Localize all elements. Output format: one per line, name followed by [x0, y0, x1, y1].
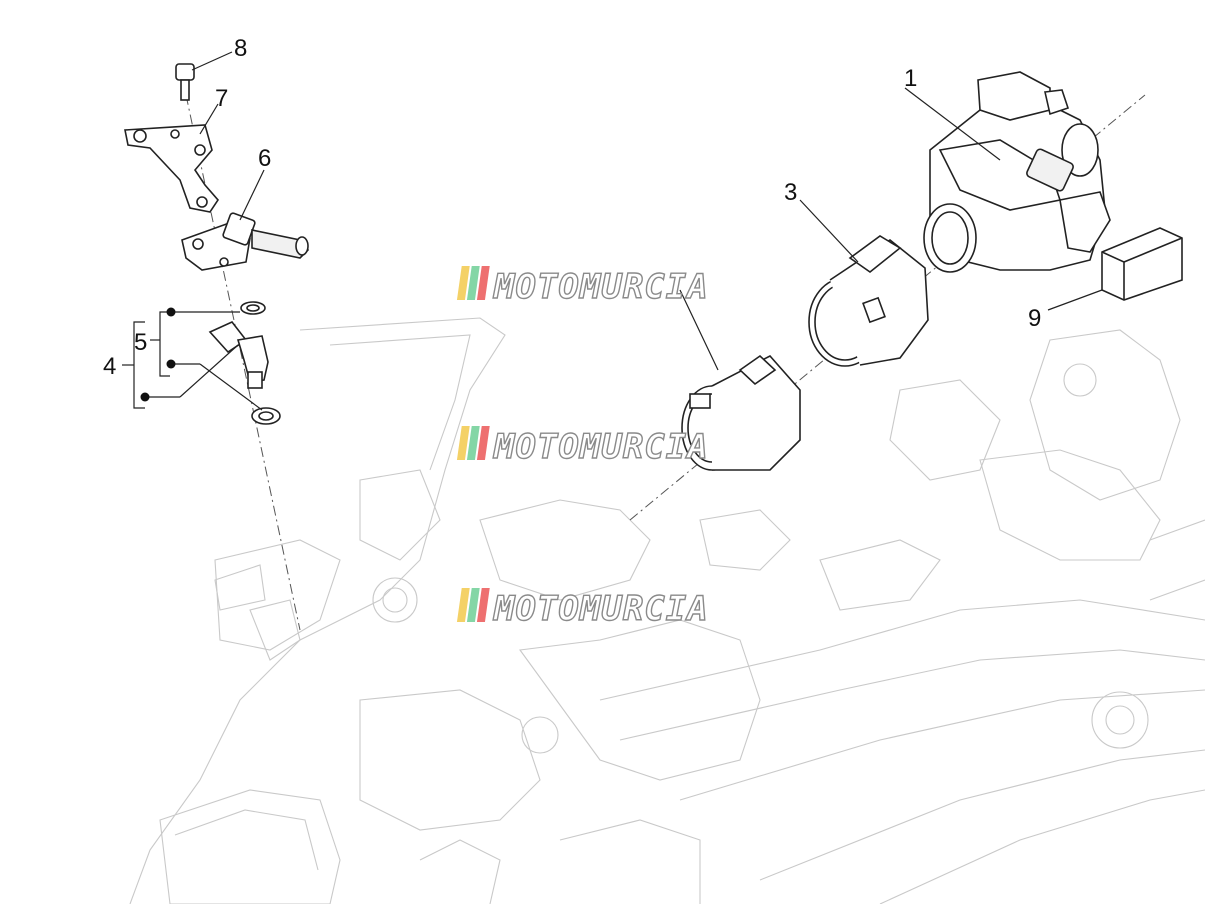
watermark-stripe-red: [476, 266, 490, 300]
callout-4[interactable]: 4: [103, 353, 116, 380]
callout-6[interactable]: 6: [258, 145, 271, 172]
part-1-throttle-body[interactable]: [923, 71, 1111, 273]
watermark-stripe-green: [466, 426, 480, 460]
watermark-text: MOTOMURCIA: [493, 589, 709, 629]
intake-connector[interactable]: [681, 354, 801, 471]
callout-labels: 1 3 4 5 6 7 8 9: [103, 35, 1041, 380]
watermark-stripe-yellow: [456, 266, 470, 300]
callout-3[interactable]: 3: [784, 179, 797, 206]
part-8-bolt[interactable]: [175, 63, 195, 101]
part-3-clamp-sleeve[interactable]: [808, 235, 929, 367]
watermark-1: MOTOMURCIA: [456, 266, 709, 308]
part-5-injector-group[interactable]: [208, 301, 281, 425]
watermark-stripe-green: [466, 266, 480, 300]
callout-1[interactable]: 1: [904, 65, 917, 92]
watermark-2: MOTOMURCIA: [456, 426, 709, 468]
callout-7[interactable]: 7: [215, 85, 228, 112]
watermark-3: MOTOMURCIA: [456, 588, 709, 630]
watermark-text: MOTOMURCIA: [493, 267, 709, 307]
watermark-stripe-green: [466, 588, 480, 622]
watermark-stripe-red: [476, 588, 490, 622]
watermark-stripe-red: [476, 426, 490, 460]
leader-lines: [122, 51, 1103, 411]
callout-9[interactable]: 9: [1028, 305, 1041, 332]
watermark-stripe-yellow: [456, 588, 470, 622]
callout-5[interactable]: 5: [134, 329, 147, 356]
assembly-axis-lines: [185, 94, 1146, 631]
watermark-stripe-yellow: [456, 426, 470, 460]
group-bullets: [140, 307, 176, 402]
callout-8[interactable]: 8: [234, 35, 247, 62]
engine-background-sketch: [129, 317, 1205, 904]
part-6-sensor[interactable]: [181, 212, 310, 271]
watermark-text: MOTOMURCIA: [493, 427, 709, 467]
part-9-cap[interactable]: [1101, 227, 1183, 301]
part-7-bracket[interactable]: [124, 124, 220, 213]
